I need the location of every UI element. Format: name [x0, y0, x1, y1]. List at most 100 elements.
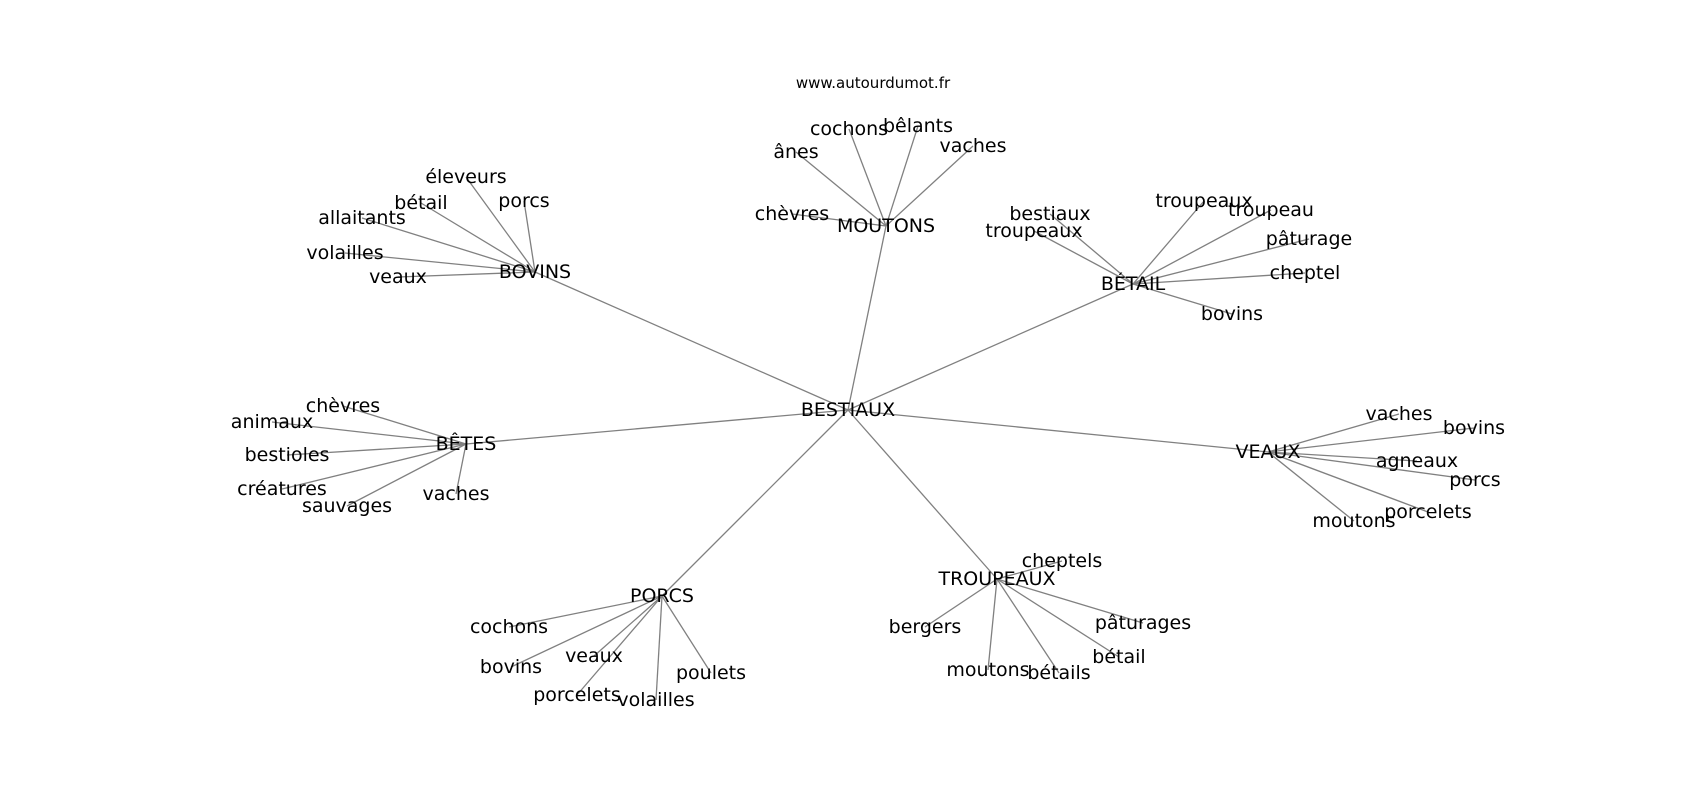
edge-hub-leaf: [523, 200, 536, 273]
edge-hub-leaf: [342, 405, 467, 445]
edge-hub-leaf: [996, 578, 1120, 658]
edge-hub-leaf: [397, 271, 536, 278]
hub-word: MOUTONS: [837, 215, 935, 237]
leaf-word: bétail: [394, 192, 447, 214]
leaf-word: bovins: [1201, 303, 1263, 325]
edge-hub-leaf: [1267, 451, 1476, 481]
hub-word: TROUPEAUX: [937, 568, 1055, 590]
edge-hub-leaf: [420, 202, 536, 273]
leaf-word: bestioles: [245, 444, 330, 466]
hub-word: BÉTAIL: [1101, 272, 1166, 295]
leaf-word: moutons: [946, 659, 1029, 681]
edge-hub-leaf: [996, 578, 1060, 674]
edge-hub-leaf: [987, 578, 998, 671]
edge-hub-leaf: [655, 595, 663, 701]
leaf-word: bergers: [889, 616, 962, 638]
edge-hub-leaf: [1049, 213, 1134, 285]
edge-hub-leaf: [1267, 451, 1418, 462]
edge-center-hub: [847, 409, 998, 580]
edge-hub-leaf: [1132, 200, 1205, 285]
source-label: www.autourdumot.fr: [796, 74, 951, 92]
center-word: BESTIAUX: [801, 399, 895, 421]
edge-hub-leaf: [1033, 230, 1134, 285]
edge-hub-leaf: [661, 595, 712, 674]
leaf-word: cheptel: [1270, 262, 1341, 284]
leaf-word: volailles: [306, 242, 383, 264]
edge-hub-leaf: [791, 213, 887, 227]
leaf-word: vaches: [940, 135, 1007, 157]
leaf-word: créatures: [237, 478, 327, 500]
leaf-word: pâturages: [1095, 612, 1191, 634]
leaf-word: ânes: [773, 141, 818, 163]
edge-hub-leaf: [996, 578, 1144, 624]
edge-hub-leaf: [885, 145, 974, 227]
leaf-word: troupeaux: [1155, 190, 1252, 212]
edge-hub-leaf: [1267, 451, 1429, 513]
edge-hub-leaf: [885, 125, 919, 227]
edge-hub-leaf: [576, 595, 663, 696]
leaf-word: sauvages: [302, 495, 392, 517]
edge-hub-leaf: [455, 443, 467, 495]
labels: BESTIAUXMOUTONSânescochonsbêlantsvachesc…: [231, 115, 1505, 711]
edge-hub-leaf: [465, 176, 536, 273]
leaf-word: porcs: [1449, 469, 1500, 491]
edge-hub-leaf: [361, 217, 536, 273]
leaf-word: volailles: [617, 689, 694, 711]
hub-word: BÊTES: [436, 432, 497, 455]
edge-hub-leaf: [508, 595, 663, 628]
leaf-word: vaches: [423, 483, 490, 505]
edge-hub-leaf: [1132, 272, 1306, 285]
edge-hub-leaf: [996, 560, 1063, 580]
hub-word: BOVINS: [499, 261, 571, 283]
edge-hub-leaf: [924, 578, 998, 628]
leaf-word: veaux: [369, 266, 427, 288]
edge-hub-leaf: [1267, 451, 1355, 522]
leaf-word: bovins: [480, 656, 542, 678]
edge-center-hub: [661, 409, 849, 597]
leaf-word: cochons: [810, 118, 888, 140]
leaf-word: bétails: [1027, 662, 1090, 684]
edges: [271, 125, 1476, 701]
leaf-word: porcelets: [1384, 501, 1472, 523]
leaf-word: allaitants: [318, 207, 406, 229]
edge-hub-leaf: [593, 595, 663, 657]
leaf-word: agneaux: [1376, 450, 1458, 472]
edge-hub-leaf: [286, 443, 467, 456]
edge-hub-leaf: [346, 443, 467, 507]
leaf-word: veaux: [565, 645, 623, 667]
edge-center-hub: [847, 225, 887, 411]
leaf-word: éleveurs: [425, 166, 506, 188]
leaf-word: moutons: [1312, 510, 1395, 532]
edge-center-hub: [534, 271, 849, 411]
edge-center-hub: [847, 409, 1269, 453]
leaf-word: porcelets: [533, 684, 621, 706]
edge-hub-leaf: [1132, 283, 1233, 315]
leaf-word: troupeau: [1228, 199, 1314, 221]
leaf-word: bestiaux: [1009, 203, 1090, 225]
leaf-word: pâturage: [1266, 228, 1352, 250]
edge-hub-leaf: [344, 252, 536, 273]
leaf-word: cochons: [470, 616, 548, 638]
hub-word: PORCS: [630, 585, 694, 607]
leaf-word: troupeaux: [985, 220, 1082, 242]
edge-hub-leaf: [1267, 413, 1400, 453]
edge-hub-leaf: [1132, 238, 1310, 285]
leaf-word: bétail: [1092, 646, 1145, 668]
leaf-word: bovins: [1443, 417, 1505, 439]
edge-hub-leaf: [510, 595, 663, 668]
edge-center-hub: [847, 283, 1134, 411]
edge-center-hub: [465, 409, 849, 445]
edge-hub-leaf: [1132, 209, 1272, 285]
leaf-word: animaux: [231, 411, 313, 433]
leaf-word: porcs: [498, 190, 549, 212]
leaf-word: chèvres: [755, 203, 829, 225]
edge-hub-leaf: [795, 151, 887, 227]
leaf-word: poulets: [676, 662, 746, 684]
edge-hub-leaf: [271, 421, 467, 445]
leaf-word: vaches: [1366, 403, 1433, 425]
leaf-word: chèvres: [306, 395, 380, 417]
edge-hub-leaf: [1267, 427, 1475, 453]
hub-word: VEAUX: [1236, 441, 1301, 463]
leaf-word: bêlants: [883, 115, 953, 137]
